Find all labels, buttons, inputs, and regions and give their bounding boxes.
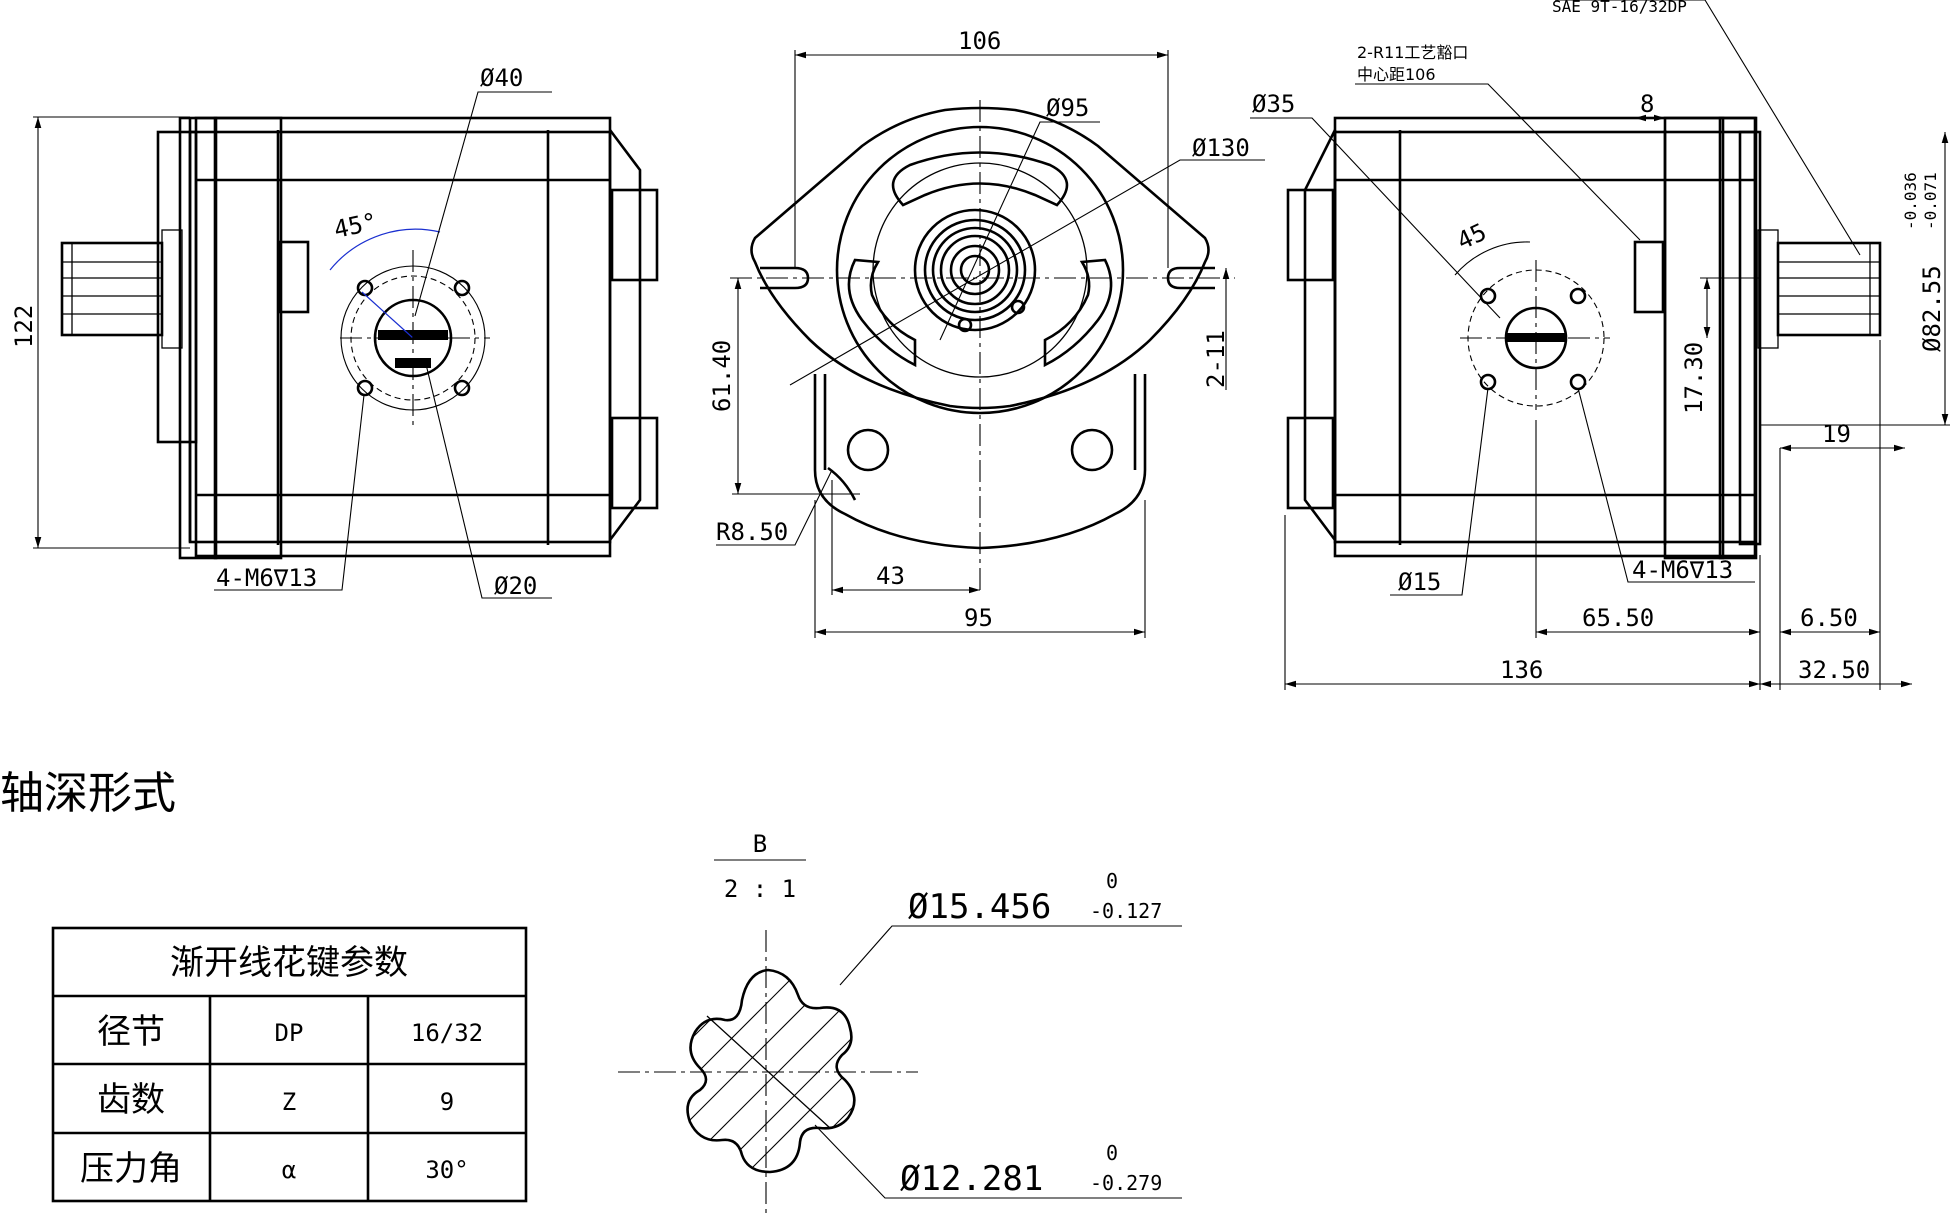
dim-d95: Ø95 xyxy=(1046,94,1089,122)
spline-parameter-table: 渐开线花键参数 径节 DP 16/32 齿数 Z 9 压力角 α 30° xyxy=(51,926,528,1203)
front-dimensions: 106 Ø95 Ø130 61.40 2-11 R8.50 43 95 xyxy=(708,27,1265,638)
section-scale: 2 : 1 xyxy=(724,875,796,903)
dim-width-43: 43 xyxy=(876,562,905,590)
table-title: 渐开线花键参数 xyxy=(170,943,408,983)
left-thread-callout: 4-M6∇13 xyxy=(216,564,317,592)
right-thread-callout: 4-M6∇13 xyxy=(1632,556,1733,584)
tol-upper-8255: -0.036 xyxy=(1901,172,1920,230)
inner-diameter: Ø12.281 xyxy=(900,1159,1043,1199)
dim-d15: Ø15 xyxy=(1398,568,1441,596)
outer-tol-upper: 0 xyxy=(1106,869,1118,893)
right-port-face xyxy=(1454,241,1610,410)
dim-width-136: 136 xyxy=(1500,656,1543,684)
table-cell-angle-label: 压力角 xyxy=(80,1149,182,1189)
section-heading: 轴深形式 xyxy=(0,768,176,819)
dim-width-32-50: 32.50 xyxy=(1798,656,1870,684)
dim-width-8: 8 xyxy=(1640,90,1654,118)
outer-tol-lower: -0.127 xyxy=(1090,899,1162,923)
left-port-face xyxy=(329,228,490,430)
dim-height-122: 122 xyxy=(10,305,38,348)
dim-d130: Ø130 xyxy=(1192,134,1250,162)
inner-tol-upper: 0 xyxy=(1106,1141,1118,1165)
dim-width-65-50: 65.50 xyxy=(1582,604,1654,632)
dim-r8-50: R8.50 xyxy=(716,518,788,546)
right-side-view: SAE 9T-16/32DP 2-R11工艺豁口 中心距106 Ø35 8 -0… xyxy=(1250,0,1950,690)
dim-d82-55: Ø82.55 xyxy=(1918,265,1946,352)
dim-height-61-40: 61.40 xyxy=(708,340,736,412)
spline-section-b: B 2 : 1 Ø15.456 0 -0.127 Ø12.281 0 -0.27… xyxy=(618,830,1182,1215)
port-center-distance: 中心距106 xyxy=(1357,65,1436,84)
dim-2-11: 2-11 xyxy=(1202,330,1230,388)
dim-d35: Ø35 xyxy=(1252,90,1295,118)
right-dimensions: SAE 9T-16/32DP 2-R11工艺豁口 中心距106 Ø35 8 -0… xyxy=(1250,0,1950,690)
tol-lower-8255: -0.071 xyxy=(1921,172,1940,230)
section-label: B xyxy=(753,830,767,858)
table-cell-teeth-symbol: Z xyxy=(282,1088,296,1116)
dim-width-19: 19 xyxy=(1822,420,1851,448)
table-cell-pitch-label: 径节 xyxy=(97,1012,165,1052)
dim-width-106: 106 xyxy=(958,27,1001,55)
dim-d40: Ø40 xyxy=(480,64,523,92)
table-cell-pitch-symbol: DP xyxy=(275,1019,304,1047)
left-side-view: Ø40 45° 122 4-M6∇13 Ø20 xyxy=(10,64,659,600)
sae-spline-label: SAE 9T-16/32DP xyxy=(1552,0,1687,16)
outer-diameter: Ø15.456 xyxy=(908,887,1051,927)
dim-width-6-50: 6.50 xyxy=(1800,604,1858,632)
front-flange-view: 106 Ø95 Ø130 61.40 2-11 R8.50 43 95 xyxy=(708,27,1265,638)
dim-height-17-30: 17.30 xyxy=(1680,342,1708,414)
front-view-outline xyxy=(730,100,1235,590)
inner-tol-lower: -0.279 xyxy=(1090,1171,1162,1195)
dim-angle-45-right: 45 xyxy=(1453,218,1491,256)
table-cell-angle-value: 30° xyxy=(425,1156,468,1184)
table-cell-teeth-label: 齿数 xyxy=(97,1080,165,1120)
dim-d20: Ø20 xyxy=(494,572,537,600)
table-cell-angle-symbol: α xyxy=(282,1156,296,1184)
port-notch-label: 2-R11工艺豁口 xyxy=(1357,43,1468,62)
dim-width-95: 95 xyxy=(964,604,993,632)
table-cell-teeth-value: 9 xyxy=(440,1088,454,1116)
right-view-outline xyxy=(1286,116,1882,560)
left-view-outline xyxy=(60,116,659,560)
table-cell-pitch-value: 16/32 xyxy=(411,1019,483,1047)
